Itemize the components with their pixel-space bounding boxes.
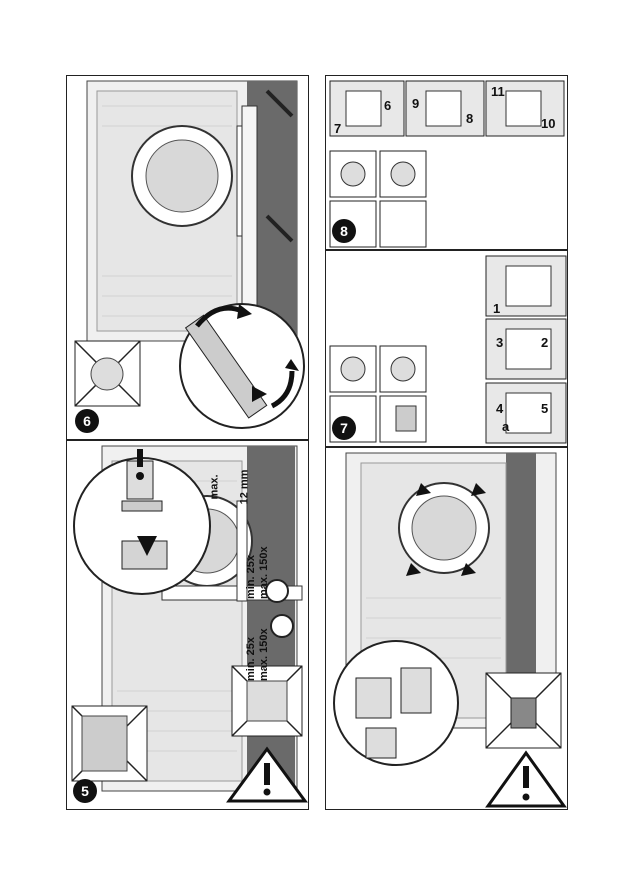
step-8-label-7: 7 (334, 121, 342, 136)
installation-illustration (333, 452, 567, 808)
step-8-panel: 7 6 9 8 11 10 8 (325, 75, 568, 250)
step-8-label-8: 8 (466, 111, 474, 126)
step-6-panel: 6 (66, 75, 309, 440)
step-7-label-3: 3 (496, 335, 504, 350)
range1-group: min. 25x max. 150x (245, 546, 271, 599)
step-6-illustration (74, 80, 305, 429)
installation-panel (325, 447, 568, 810)
spec-max-label: max. (208, 474, 221, 500)
step-7-label-a: a (502, 419, 510, 434)
rotate-arrow-icon (265, 579, 289, 603)
step-8-label-9: 9 (412, 96, 420, 111)
step-7-label-5: 5 (541, 401, 549, 416)
spec-12mm-label: 12 mm (238, 469, 251, 505)
step-6-badge: 6 (75, 409, 99, 433)
range2-min: min. 25x (245, 636, 257, 681)
step-8-illustration (329, 80, 565, 248)
push-arrow-icon (137, 536, 157, 556)
step-7-panel: 1 3 2 4 a 5 7 (325, 250, 568, 447)
step-8-label-11: 11 (491, 84, 505, 99)
step-7-illustration (329, 255, 567, 444)
push-arrow-icon (252, 386, 267, 402)
range1-min: min. 25x (245, 554, 257, 599)
step-8-label-10: 10 (541, 116, 556, 131)
step-7-label-2: 2 (541, 335, 549, 350)
step-8-label-6: 6 (384, 98, 392, 113)
step-5-illustration (71, 445, 308, 803)
step-8-badge: 8 (332, 219, 356, 243)
step-7-label-1: 1 (493, 301, 501, 316)
rotate-arrow-icon (195, 305, 243, 328)
step-7-badge: 7 (332, 416, 356, 440)
step-5-panel: max. 12 mm min. 25x max. 150x min. 25x m… (66, 440, 309, 810)
range2-group: min. 25x max. 150x (245, 628, 271, 681)
range2-max: max. 150x (258, 628, 270, 681)
step-5-badge: 5 (73, 779, 97, 803)
range1-max: max. 150x (258, 546, 270, 599)
step-7-label-4: 4 (496, 401, 504, 416)
